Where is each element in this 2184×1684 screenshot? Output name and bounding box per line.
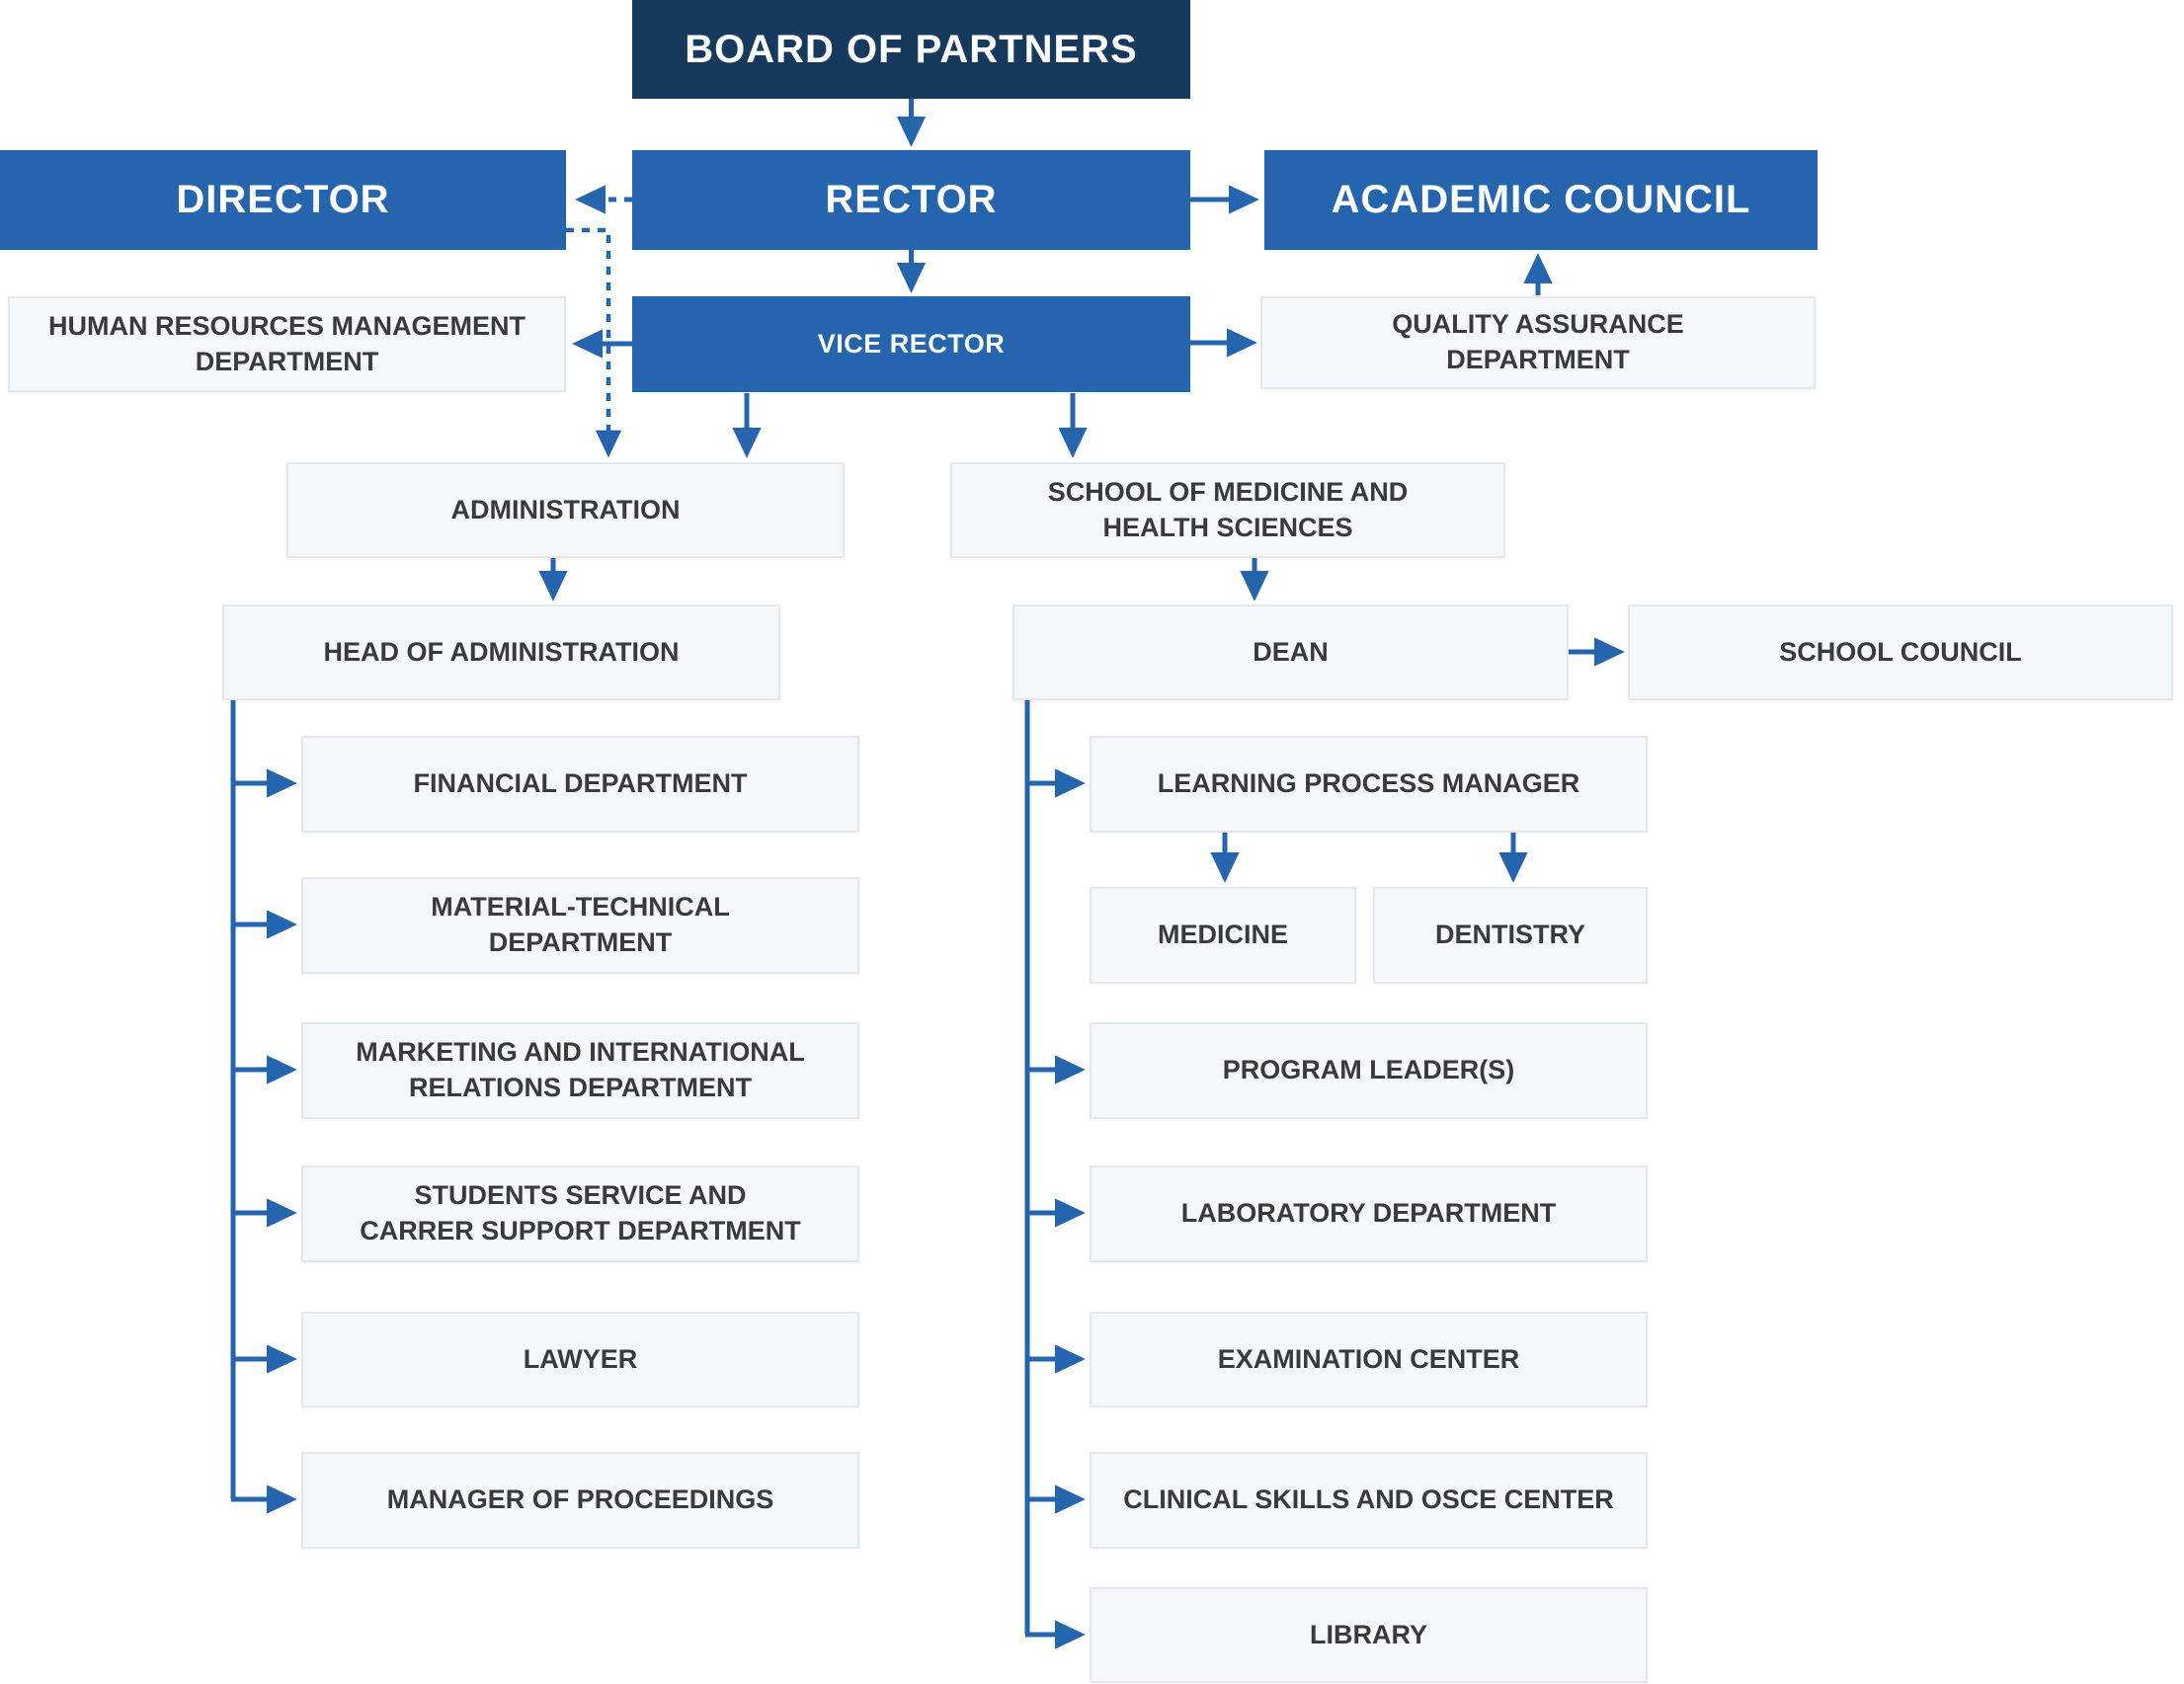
node-learning-process-manager: LEARNING PROCESS MANAGER: [1090, 736, 1648, 833]
node-library: LIBRARY: [1090, 1587, 1648, 1683]
node-examination-center: EXAMINATION CENTER: [1090, 1312, 1648, 1407]
node-financial-department: FINANCIAL DEPARTMENT: [301, 736, 859, 833]
node-medicine: MEDICINE: [1090, 887, 1356, 984]
node-school-council: SCHOOL COUNCIL: [1628, 604, 2173, 700]
node-marketing-department: MARKETING AND INTERNATIONAL RELATIONS DE…: [301, 1022, 859, 1119]
node-students-service: STUDENTS SERVICE AND CARRER SUPPORT DEPA…: [301, 1165, 859, 1262]
node-lawyer: LAWYER: [301, 1312, 859, 1407]
node-material-technical: MATERIAL-TECHNICAL DEPARTMENT: [301, 877, 859, 974]
node-board-of-partners: BOARD OF PARTNERS: [632, 0, 1190, 99]
node-qa-department: QUALITY ASSURANCE DEPARTMENT: [1260, 296, 1816, 389]
node-dentistry: DENTISTRY: [1373, 887, 1648, 984]
node-head-of-administration: HEAD OF ADMINISTRATION: [222, 604, 780, 700]
node-director: DIRECTOR: [0, 150, 566, 250]
edge-director-administration: [566, 227, 622, 458]
node-administration: ADMINISTRATION: [286, 462, 845, 558]
node-clinical-skills: CLINICAL SKILLS AND OSCE CENTER: [1090, 1452, 1648, 1549]
node-program-leaders: PROGRAM LEADER(S): [1090, 1022, 1648, 1119]
node-laboratory-department: LABORATORY DEPARTMENT: [1090, 1165, 1648, 1262]
node-hr-department: HUMAN RESOURCES MANAGEMENT DEPARTMENT: [8, 296, 566, 392]
node-academic-council: ACADEMIC COUNCIL: [1264, 150, 1818, 250]
node-rector: RECTOR: [632, 150, 1190, 250]
node-vice-rector: VICE RECTOR: [632, 296, 1190, 392]
node-manager-of-proceedings: MANAGER OF PROCEEDINGS: [301, 1452, 859, 1549]
node-dean: DEAN: [1012, 604, 1569, 700]
node-school-of-medicine: SCHOOL OF MEDICINE AND HEALTH SCIENCES: [950, 462, 1505, 558]
